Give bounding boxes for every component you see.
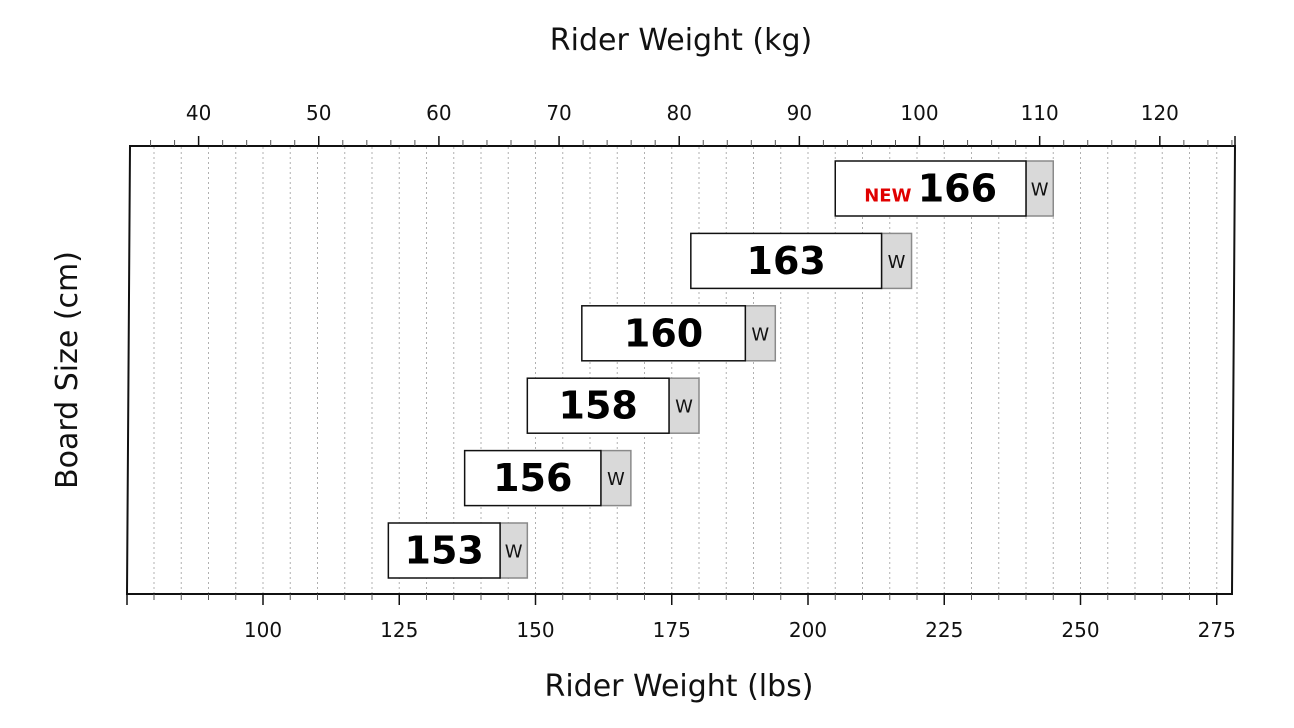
size-range-box	[387, 522, 501, 579]
size-value: 163	[747, 239, 826, 283]
x2-axis-title: Rider Weight (kg)	[550, 23, 812, 58]
kg-tick-label: 120	[1141, 101, 1179, 125]
lbs-tick-label: 250	[1061, 618, 1099, 642]
size-value: 153	[405, 529, 484, 573]
wide-segment	[1025, 160, 1054, 217]
kg-tick-label: 80	[666, 101, 691, 125]
bottom-axis-lbs: 100 125 150 175 200 225 250 275	[126, 594, 1236, 642]
lbs-tick-label: 100	[244, 618, 282, 642]
size-bar-160: W 160	[581, 305, 777, 362]
kg-tick-label: 70	[546, 101, 571, 125]
new-badge: NEW	[864, 186, 917, 207]
size-bar-153: W 153	[387, 522, 529, 579]
kg-tick-label: 100	[900, 101, 938, 125]
kg-tick-label: 40	[186, 101, 211, 125]
size-label: 158	[559, 384, 638, 428]
size-range-box	[463, 449, 602, 507]
x-axis-title: Rider Weight (lbs)	[544, 669, 813, 704]
size-range-box	[690, 232, 883, 290]
size-value: 166	[918, 167, 997, 211]
size-bar-158: W 158	[526, 377, 700, 434]
lbs-tick-label: 150	[516, 618, 554, 642]
lbs-tick-label: 225	[925, 618, 963, 642]
size-label: NEW 166	[864, 167, 997, 211]
wide-segment	[744, 305, 777, 362]
plot-frame	[125, 145, 1237, 595]
size-label: 163	[747, 239, 826, 283]
lbs-tick-label: 175	[653, 618, 691, 642]
size-range-box	[581, 305, 747, 362]
wide-label: W	[888, 252, 906, 273]
wide-label: W	[1031, 180, 1049, 201]
kg-tick-label: 50	[306, 101, 331, 125]
kg-tick-label: 60	[426, 101, 451, 125]
wide-segment	[880, 232, 913, 290]
size-label: 156	[493, 456, 572, 500]
size-label: 153	[405, 529, 484, 573]
wide-label: W	[751, 324, 769, 345]
kg-tick-label: 90	[787, 101, 812, 125]
wide-label: W	[607, 469, 625, 490]
wide-segment	[668, 377, 700, 434]
wide-label: W	[505, 542, 523, 563]
size-bar-156: W 156	[463, 449, 632, 507]
y-axis-title: Board Size (cm)	[50, 251, 85, 489]
size-bar-163: W 163	[690, 232, 913, 290]
top-axis-kg: 40 50 60 70 80 90 100 110 120	[150, 101, 1236, 146]
lbs-tick-label: 275	[1198, 618, 1236, 642]
lbs-tick-label: 125	[380, 618, 418, 642]
wide-segment	[600, 449, 632, 507]
lbs-tick-label: 200	[789, 618, 827, 642]
wide-label: W	[675, 397, 693, 418]
size-value: 158	[559, 384, 638, 428]
kg-tick-label: 110	[1021, 101, 1059, 125]
size-value: 160	[624, 311, 703, 355]
size-bar-166: W NEW 166	[834, 160, 1054, 217]
size-value: 156	[493, 456, 572, 500]
size-range-box	[834, 160, 1027, 217]
size-label: 160	[624, 311, 703, 355]
size-range-box	[526, 377, 670, 434]
grid-lines	[153, 147, 1218, 593]
